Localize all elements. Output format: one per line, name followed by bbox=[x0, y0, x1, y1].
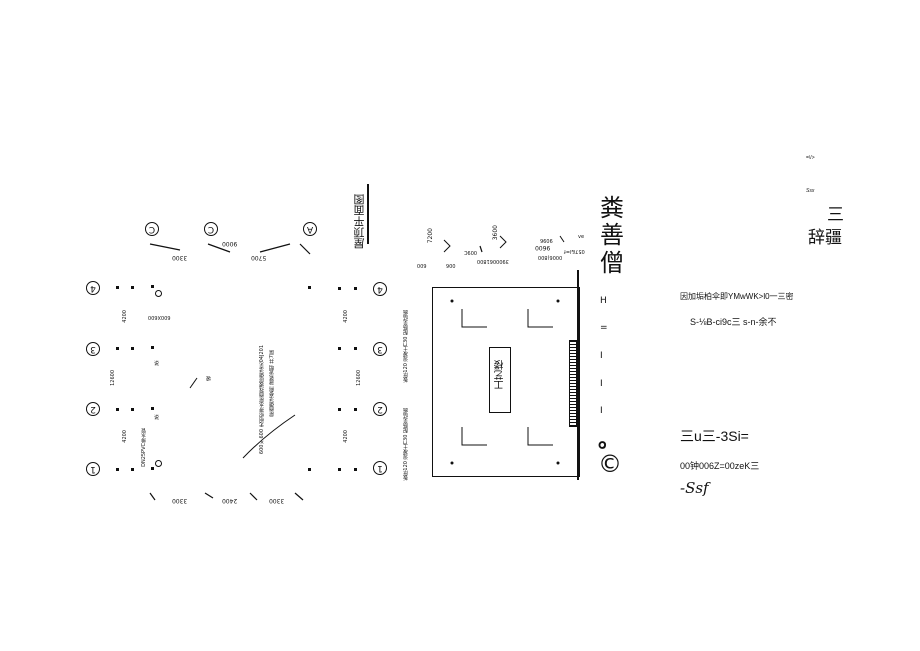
note-a: 600X600 bbox=[148, 314, 171, 320]
grid-mark bbox=[131, 347, 134, 350]
grid-mark bbox=[131, 468, 134, 471]
dim-left-3: 4200 bbox=[122, 430, 128, 443]
stamp-char-2: 善 bbox=[600, 221, 624, 249]
row-number-right-3: 2 bbox=[373, 402, 387, 416]
mid-dim-b: 006 bbox=[446, 262, 456, 268]
center-label-box bbox=[489, 347, 511, 413]
drain-icon bbox=[155, 290, 162, 297]
stamp-circle: 。 bbox=[598, 428, 621, 453]
stamp-char-1: 粪 bbox=[600, 194, 624, 222]
right-line-4: 00钟006Z=00zeK三 bbox=[680, 461, 760, 471]
top-dimension-lines bbox=[149, 243, 311, 255]
building-outline bbox=[432, 287, 580, 477]
grid-mark bbox=[116, 468, 119, 471]
mid-dim-e: 0006)800 bbox=[538, 254, 563, 260]
grid-mark bbox=[308, 286, 311, 289]
grid-mark bbox=[338, 347, 341, 350]
side-note-2: 板厚120 混凝土C30 配筋见结施 bbox=[403, 408, 409, 481]
mid-dim-a: 600 bbox=[417, 262, 427, 268]
right-line-1: 因加垢柏伞即YMwWK>l0一三密 bbox=[680, 292, 794, 301]
dim-right-2: 12600 bbox=[356, 370, 362, 386]
grid-mark bbox=[338, 408, 341, 411]
grid-mark bbox=[151, 285, 154, 288]
mid-small-right: ve bbox=[578, 234, 585, 240]
right-line-2: S-⅛B-ci9c三 s-n-余不 bbox=[690, 317, 777, 327]
stamp-vert-4: I bbox=[600, 379, 603, 389]
stamp-vert-5: I bbox=[600, 406, 603, 416]
column-markers bbox=[450, 299, 560, 465]
grid-mark bbox=[308, 468, 311, 471]
right-han-1: 三 bbox=[827, 205, 844, 225]
grid-mark bbox=[131, 286, 134, 289]
grid-mark bbox=[116, 347, 119, 350]
dim-right-1: 4200 bbox=[343, 310, 349, 323]
bottom-dimension-lines bbox=[149, 492, 304, 501]
grid-mark bbox=[116, 408, 119, 411]
note-b: DN25PVC排水管 bbox=[141, 428, 147, 467]
diag-note-2: 屋面做法参照 建筑说明 共7层 bbox=[269, 350, 275, 417]
dim-left-1: 4200 bbox=[122, 310, 128, 323]
title-underline bbox=[367, 184, 369, 244]
dim-right-3: 4200 bbox=[343, 430, 349, 443]
grid-mark bbox=[354, 347, 357, 350]
diag-note-1: 600×600 无组织排水屋面找坡层做法见04J201 bbox=[259, 345, 265, 455]
grid-mark bbox=[354, 287, 357, 290]
row-number-left-3: 2 bbox=[86, 402, 100, 416]
small-label-1: 说 bbox=[154, 361, 160, 367]
mid-dim-d: 3900061800 bbox=[477, 258, 509, 264]
grid-mark bbox=[151, 407, 154, 410]
staircase-hatch bbox=[569, 340, 577, 427]
grid-mark bbox=[131, 408, 134, 411]
right-line-5: -Ssf bbox=[680, 479, 709, 497]
mid-dim-f: 057&l=f bbox=[564, 248, 585, 254]
mid-dim-c: 009C bbox=[464, 249, 478, 255]
right-tiny-2: Ssx bbox=[806, 188, 815, 194]
row-number-left-2: 3 bbox=[86, 342, 100, 356]
row-number-left-1: 4 bbox=[86, 281, 100, 295]
grid-mark bbox=[151, 467, 154, 470]
grid-mark bbox=[354, 468, 357, 471]
drain-icon bbox=[155, 460, 162, 467]
plan-title: 屋顶平面图 bbox=[353, 194, 366, 249]
stamp-vert-3: I bbox=[600, 351, 603, 361]
slope-lines bbox=[189, 377, 296, 459]
grid-mark bbox=[338, 468, 341, 471]
mid-top-arrows bbox=[443, 235, 565, 253]
stamp-vert-2: = bbox=[600, 323, 608, 333]
right-line-3: 三u三-3Si= bbox=[680, 428, 749, 444]
stamp-vert-1: H bbox=[600, 296, 607, 306]
side-note-1: 板厚120 混凝土C30 配筋见结施 bbox=[403, 310, 409, 383]
row-number-right-4: 1 bbox=[373, 461, 387, 475]
row-number-left-4: 1 bbox=[86, 462, 100, 476]
small-label-2: 说 bbox=[154, 415, 160, 421]
right-han-2: 辞疆 bbox=[808, 228, 842, 248]
row-number-right-1: 4 bbox=[373, 282, 387, 296]
grid-mark bbox=[151, 346, 154, 349]
center-label: 工艺楼 bbox=[495, 360, 506, 390]
row-number-right-2: 3 bbox=[373, 342, 387, 356]
grid-mark bbox=[354, 408, 357, 411]
right-tiny-1: =\/> bbox=[806, 155, 815, 161]
dim-left-2: 12600 bbox=[110, 370, 116, 386]
stamp-char-3: 僧 bbox=[600, 249, 624, 277]
grid-mark bbox=[338, 287, 341, 290]
grid-mark bbox=[116, 286, 119, 289]
copyright-icon: © bbox=[598, 450, 622, 478]
building-edge bbox=[577, 270, 579, 480]
